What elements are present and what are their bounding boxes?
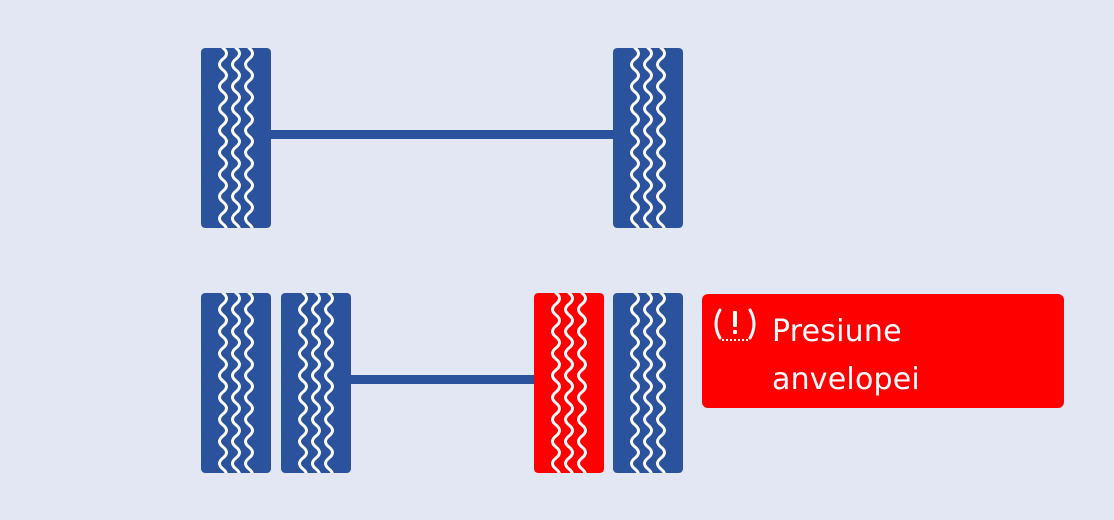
alert-message: Presiune anvelopei	[772, 314, 920, 397]
tire-tread-line	[656, 48, 666, 228]
tire-tread-line	[643, 48, 653, 228]
tire-tread-line	[630, 293, 640, 473]
tire-graphic	[201, 48, 271, 228]
tire-tread-line	[244, 293, 254, 473]
tire-tread-line	[218, 293, 228, 473]
tire-graphic	[201, 293, 271, 473]
tire-pressure-warning-icon	[710, 306, 760, 346]
tire-graphic	[613, 293, 683, 473]
tire-tread-line	[564, 293, 574, 473]
front-axle-bar	[270, 130, 615, 139]
tire-tread-line	[656, 293, 666, 473]
rear-axle-bar	[350, 375, 536, 384]
tire-graphic	[281, 293, 351, 473]
tire-rear-left-inner[interactable]	[281, 293, 351, 473]
tire-tread-line	[218, 48, 228, 228]
tire-tread-line	[577, 293, 587, 473]
tire-front-left[interactable]	[201, 48, 271, 228]
tire-tread-line	[231, 48, 241, 228]
tire-tread-line	[630, 48, 640, 228]
tire-front-right[interactable]	[613, 48, 683, 228]
tire-tread-line	[324, 293, 334, 473]
tire-tread-line	[298, 293, 308, 473]
tire-graphic	[534, 293, 604, 473]
tire-rear-left-outer[interactable]	[201, 293, 271, 473]
tire-graphic	[613, 48, 683, 228]
tire-tread-line	[551, 293, 561, 473]
tire-tread-line	[643, 293, 653, 473]
tire-tread-line	[244, 48, 254, 228]
tire-tread-line	[311, 293, 321, 473]
tire-rear-right-outer[interactable]	[613, 293, 683, 473]
tire-pressure-alert[interactable]: Presiune anvelopei	[702, 294, 1064, 408]
tire-tread-line	[231, 293, 241, 473]
tire-rear-right-inner[interactable]	[534, 293, 604, 473]
